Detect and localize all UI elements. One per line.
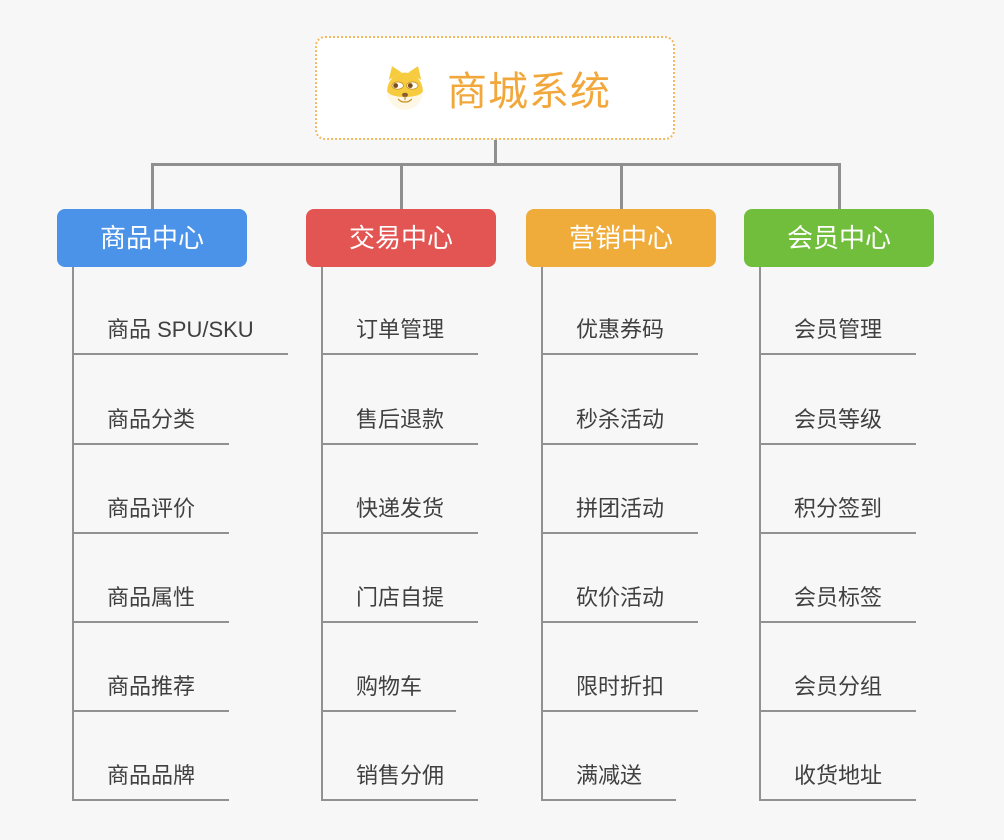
root-node[interactable]: 商城系统 (315, 36, 675, 140)
child-node[interactable]: 会员管理 (760, 315, 917, 355)
child-node[interactable]: 满减送 (542, 761, 677, 801)
child-node[interactable]: 限时折扣 (542, 672, 699, 712)
child-node[interactable]: 销售分佣 (322, 761, 479, 801)
branch-column-line (541, 267, 543, 801)
child-node[interactable]: 快递发货 (322, 494, 479, 534)
child-node[interactable]: 优惠券码 (542, 315, 699, 355)
branch-header[interactable]: 营销中心 (526, 209, 716, 267)
child-node[interactable]: 订单管理 (322, 315, 479, 355)
shiba-dog-icon (379, 62, 431, 114)
child-node[interactable]: 积分签到 (760, 494, 917, 534)
child-node[interactable]: 商品属性 (73, 583, 230, 623)
branch-column-line (321, 267, 323, 801)
child-node[interactable]: 会员分组 (760, 672, 917, 712)
child-node[interactable]: 商品 SPU/SKU (73, 315, 288, 355)
root-label: 商城系统 (447, 70, 611, 114)
child-node[interactable]: 售后退款 (322, 405, 479, 445)
child-node[interactable]: 收货地址 (760, 761, 917, 801)
child-node[interactable]: 购物车 (322, 672, 457, 712)
branch-header[interactable]: 交易中心 (306, 209, 496, 267)
child-node[interactable]: 商品分类 (73, 405, 230, 445)
child-node[interactable]: 商品品牌 (73, 761, 230, 801)
connector-line (493, 140, 497, 166)
child-node[interactable]: 砍价活动 (542, 583, 699, 623)
connector-line (399, 163, 403, 210)
child-node[interactable]: 门店自提 (322, 583, 479, 623)
child-node[interactable]: 商品推荐 (73, 672, 230, 712)
connector-line (837, 163, 841, 210)
child-node[interactable]: 会员标签 (760, 583, 917, 623)
child-node[interactable]: 会员等级 (760, 405, 917, 445)
connector-line (150, 163, 841, 166)
child-node[interactable]: 拼团活动 (542, 494, 699, 534)
branch-column-line (759, 267, 761, 801)
connector-line (619, 163, 623, 210)
child-node[interactable]: 秒杀活动 (542, 405, 699, 445)
branch-header[interactable]: 商品中心 (57, 209, 247, 267)
child-node[interactable]: 商品评价 (73, 494, 230, 534)
branch-column-line (72, 267, 74, 801)
branch-header[interactable]: 会员中心 (744, 209, 934, 267)
connector-line (150, 163, 154, 210)
